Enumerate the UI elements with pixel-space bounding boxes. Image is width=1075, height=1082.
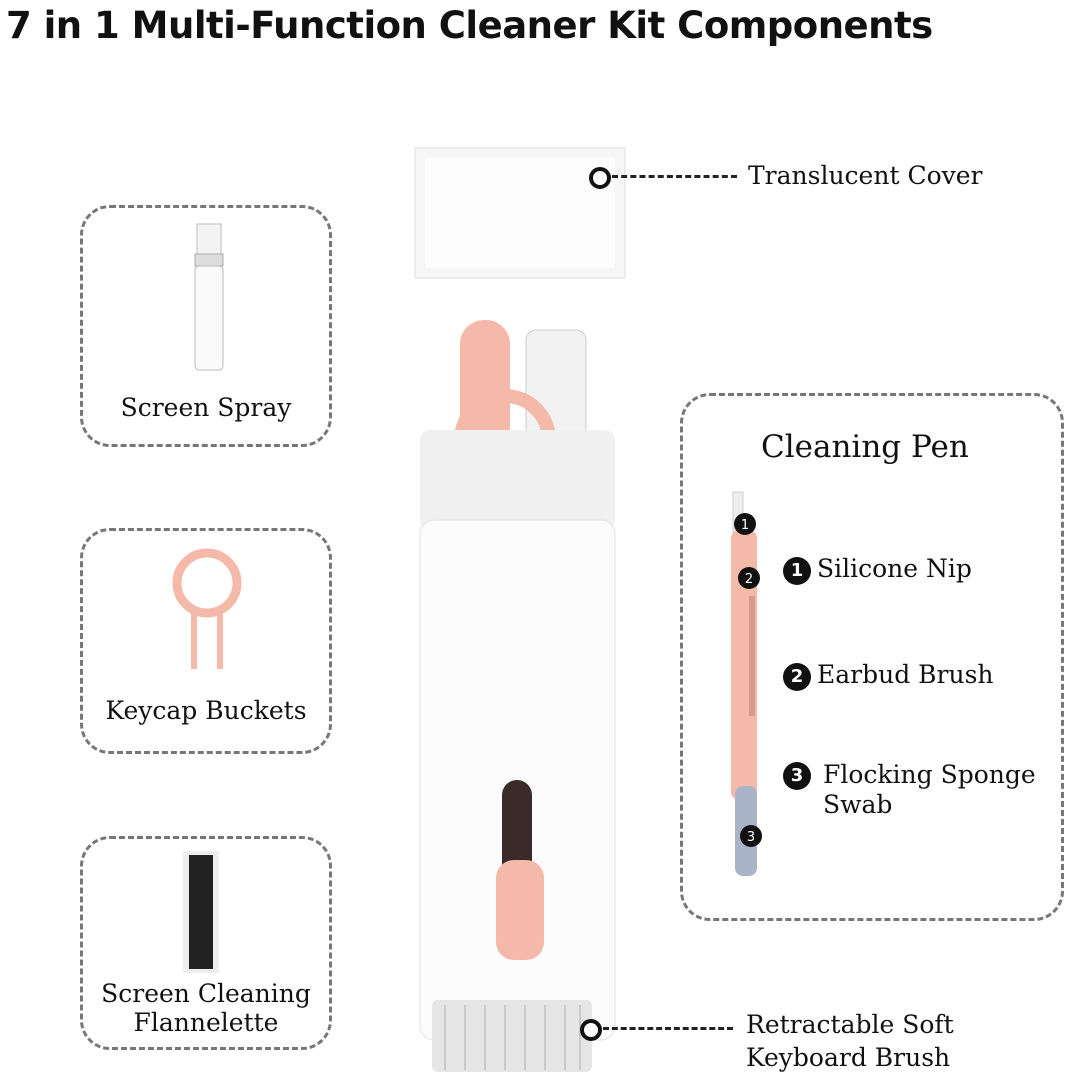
number-1-badge: 1 bbox=[783, 556, 811, 585]
translucent-cover bbox=[414, 147, 626, 279]
number-2-badge: 2 bbox=[783, 662, 811, 691]
screen-spray-box: Screen Spray bbox=[80, 205, 332, 447]
keyboard-brush-text: Retractable Soft Keyboard Brush bbox=[746, 1010, 954, 1072]
number-3-badge: 3 bbox=[783, 762, 811, 790]
cover-callout-line bbox=[612, 175, 737, 178]
keycap-buckets-label: Keycap Buckets bbox=[105, 696, 307, 725]
pen-part-sponge-swab: 3 Flocking Sponge Swab bbox=[783, 760, 1043, 820]
svg-text:2: 2 bbox=[745, 572, 753, 587]
svg-text:3: 3 bbox=[747, 830, 755, 845]
silicone-nip-label: Silicone Nip bbox=[817, 554, 972, 583]
flannelette-label: Screen Cleaning Flannelette bbox=[101, 979, 311, 1037]
flannelette-box: Screen Cleaning Flannelette bbox=[80, 836, 332, 1050]
cover-callout-dot bbox=[589, 167, 611, 189]
cleaning-pen-heading: Cleaning Pen bbox=[761, 429, 969, 465]
keycap-puller-icon bbox=[172, 548, 242, 669]
keyboard-brush-label: Retractable Soft Keyboard Brush bbox=[746, 1008, 986, 1074]
spray-bottle-icon bbox=[194, 223, 224, 371]
page-title: 7 in 1 Multi-Function Cleaner Kit Compon… bbox=[6, 4, 933, 47]
brush-callout-line bbox=[603, 1027, 733, 1030]
translucent-cover-label: Translucent Cover bbox=[748, 161, 983, 190]
sponge-swab-label: Flocking Sponge Swab bbox=[823, 760, 1036, 819]
keycap-buckets-box: Keycap Buckets bbox=[80, 528, 332, 754]
earbud-brush-label: Earbud Brush bbox=[817, 660, 994, 689]
flannelette-icon bbox=[183, 851, 219, 973]
cleaning-pen-icon: 1 2 3 bbox=[731, 491, 762, 876]
cleaner-kit-illustration bbox=[414, 147, 626, 1072]
brush-callout-dot bbox=[580, 1019, 602, 1041]
svg-text:1: 1 bbox=[741, 518, 749, 533]
screen-spray-label: Screen Spray bbox=[120, 393, 292, 422]
